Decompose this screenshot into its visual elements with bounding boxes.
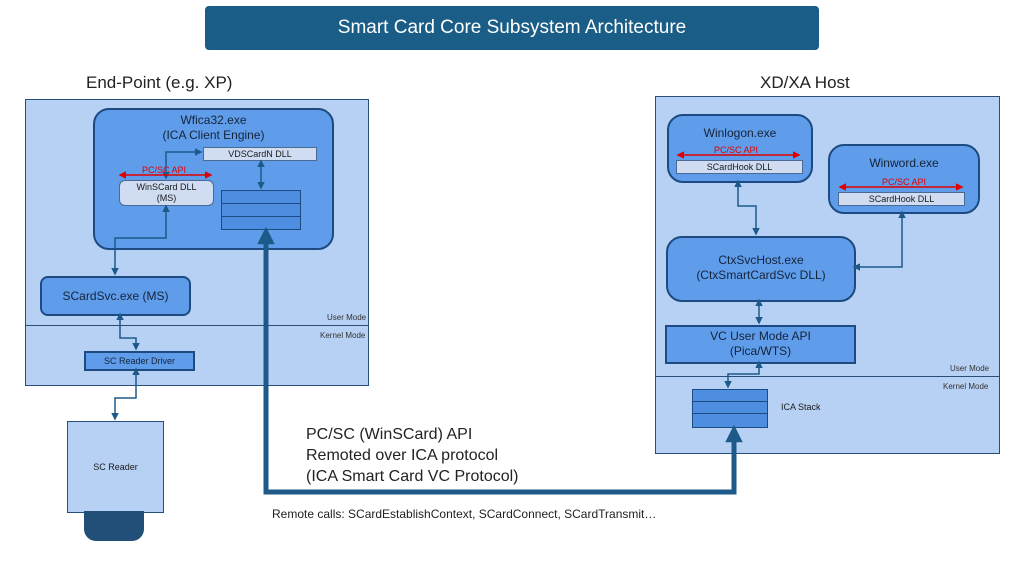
winscard-to-scardsvc-arrow <box>111 204 170 276</box>
endpoint-heading: End-Point (e.g. XP) <box>86 73 233 92</box>
host-heading: XD/XA Host <box>760 73 850 92</box>
diagram-title: Smart Card Core Subsystem Architecture <box>205 6 819 50</box>
ica-protocol-channel-arrow <box>257 226 743 495</box>
winscard-vendor: (MS) <box>156 193 177 203</box>
winscard-to-vdscardn-arrow <box>162 148 203 180</box>
endpoint-mode-divider <box>25 325 369 326</box>
winword-scardhook-dll: SCardHook DLL <box>838 192 965 206</box>
winword-pcsc-api-label: PC/SC API <box>881 177 926 187</box>
scardsvc-to-driver-arrow <box>116 312 140 351</box>
wfica32-name: Wfica32.exe <box>180 113 247 127</box>
winlogon-to-ctxsvc-arrow <box>734 179 760 236</box>
winlogon-scardhook-dll: SCardHook DLL <box>676 160 803 174</box>
host-mode-divider <box>655 376 1000 377</box>
winword-to-ctxsvc-arrow <box>852 210 906 271</box>
sc-reader-card-slot <box>84 511 144 541</box>
sc-reader-device: SC Reader <box>67 421 164 513</box>
wfica32-description: (ICA Client Engine) <box>162 128 265 142</box>
host-user-mode-label: User Mode <box>950 364 990 373</box>
scardsvc-process: SCardSvc.exe (MS) <box>40 276 191 316</box>
winscard-dll: WinSCard DLL (MS) <box>119 180 214 206</box>
winlogon-name: Winlogon.exe <box>703 126 777 140</box>
protocol-line-2: Remoted over ICA protocol <box>306 447 499 464</box>
protocol-line-3: (ICA Smart Card VC Protocol) <box>306 468 519 485</box>
ica-stack-label: ICA Stack <box>781 402 821 412</box>
winscard-name: WinSCard DLL <box>136 182 197 192</box>
vcapi-to-icastack-arrow <box>724 360 763 389</box>
winlogon-pcsc-api-label: PC/SC API <box>713 145 758 155</box>
host-kernel-mode-label: Kernel Mode <box>943 382 989 391</box>
vc-api-detail: (Pica/WTS) <box>729 344 792 358</box>
winword-name: Winword.exe <box>869 156 939 170</box>
driver-to-reader-arrow <box>111 367 140 421</box>
remote-calls-note: Remote calls: SCardEstablishContext, SCa… <box>272 507 657 521</box>
